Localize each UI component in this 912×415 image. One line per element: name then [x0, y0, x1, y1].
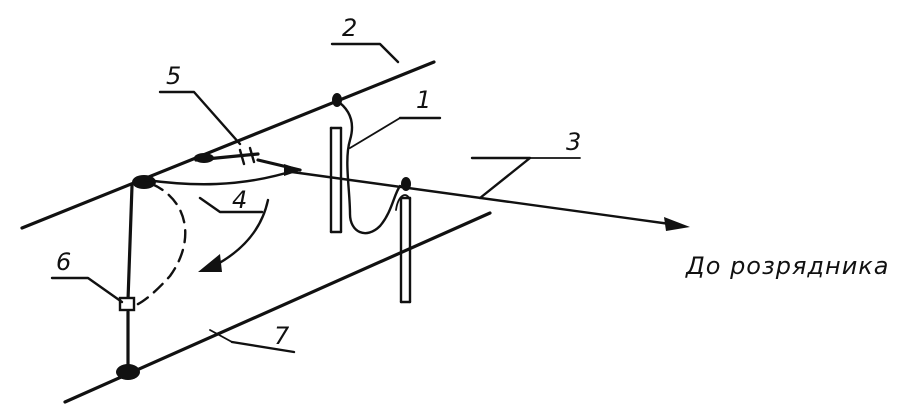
label-1: 1	[416, 86, 431, 114]
leader-3	[470, 156, 532, 200]
label-7: 7	[274, 322, 290, 350]
motion-arrowhead	[198, 254, 222, 272]
leader-4	[198, 196, 264, 214]
leader-6	[50, 276, 124, 304]
bypass-wire	[116, 175, 156, 380]
wire-4	[144, 168, 298, 186]
leader-1-link	[349, 117, 401, 149]
lead-3-arrowhead	[664, 217, 690, 231]
motion-arrow	[212, 198, 270, 268]
label-5: 5	[166, 62, 181, 90]
rod-1	[329, 93, 402, 235]
label-6: 6	[56, 248, 71, 276]
label-2: 2	[342, 14, 357, 42]
leader-5	[158, 90, 242, 146]
arrester-caption: До розрядника	[685, 252, 890, 280]
rod-right	[395, 177, 412, 304]
label-4: 4	[232, 186, 247, 214]
label-3: 3	[566, 128, 581, 156]
swing-path	[130, 182, 187, 308]
leader-2	[330, 42, 400, 64]
leader-7-link	[209, 329, 233, 343]
leader-7	[230, 340, 296, 354]
wire-2	[20, 60, 436, 230]
